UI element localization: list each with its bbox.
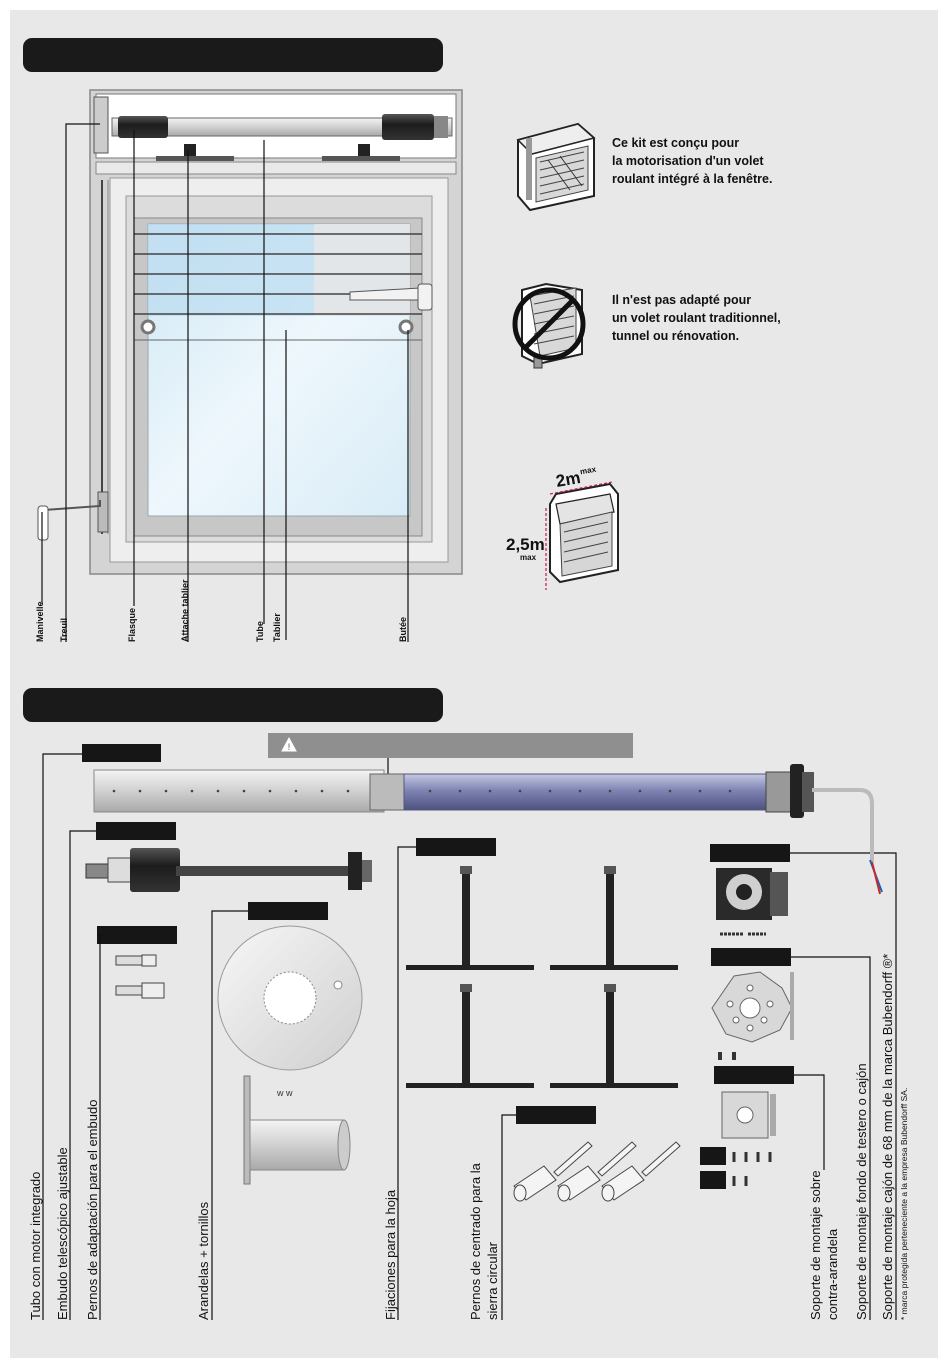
part-bubendorff-bracket: Soporte de montaje cajón de 68 mm de la … [880,953,895,1320]
not-adapted-icon [512,282,586,369]
endplate-bracket-illustration [711,971,794,1060]
part-counter-washer-bracket-line1: Soporte de montaje sobre [808,1170,823,1320]
window-illustration [37,89,463,575]
adapted-window-icon [516,122,596,212]
washer-illustration [217,925,363,1071]
part-blade-fixings: Fijaciones para la hoja [383,1189,398,1320]
callout-attache-tablier: Attache tablier [180,579,190,642]
svg-text:w w: w w [276,1088,293,1098]
callout-treuil: Treuil [59,617,69,642]
part-washers-screws: Arandelas + tornillos [196,1201,211,1320]
part-telescopic-endcap: Embudo telescópico ajustable [55,1147,70,1320]
info-not-adapted-text: Il n'est pas adapté pour un volet roulan… [612,291,781,345]
warning-bar [268,733,633,758]
footnote: * marca protegida perteneciente a la emp… [899,1087,909,1320]
warning-icon [281,736,297,752]
motor-tube-illustration [93,764,883,895]
top-header-bar [23,38,443,72]
counter-washer-bracket-illustration [716,868,788,936]
info-adapted-line: la motorisation d'un volet [612,154,764,168]
centering-pins-illustration [513,1141,681,1202]
dimension-height-value: 2,5m [506,535,545,554]
callout-flasque: Flasque [127,607,137,642]
callout-tablier: Tablier [272,613,282,642]
callout-tube: Tube [255,621,265,642]
callout-manivelle: Manivelle [35,601,45,642]
dimension-height-unit: max [520,553,537,562]
blade-fixings-illustration [406,866,678,1088]
telescopic-endcap-illustration [85,848,372,892]
info-adapted-line: Ce kit est conçu pour [612,136,740,150]
part-centering-pins-line1: Pernos de centrado para la [468,1163,483,1320]
part-motor-tube: Tubo con motor integrado [28,1171,43,1320]
info-not-adapted-line: un volet roulant traditionnel, [612,311,781,325]
part-tags [82,744,794,1189]
bubendorff-bracket-illustration [721,1091,776,1186]
callout-butee: Butée [398,616,408,642]
top-callout-leaders [41,123,409,642]
info-adapted-line: roulant intégré à la fenêtre. [612,172,773,186]
info-not-adapted-line: tunnel ou rénovation. [612,329,740,343]
part-adapter-pins: Pernos de adaptación para el embudo [85,1099,100,1320]
dimension-icon [545,481,619,590]
bottom-callout-leaders [42,753,897,1320]
tube-holes [112,789,732,793]
part-endplate-bracket: Soporte de montaje fondo de testero o ca… [854,1063,869,1320]
cylinder-sleeve-illustration: w w [243,1075,351,1185]
part-counter-washer-bracket-line2: contra-arandela [825,1228,840,1320]
adapter-pins-illustration [115,954,165,999]
bottom-header-bar [23,688,443,722]
info-adapted-text: Ce kit est conçu pour la motorisation d'… [612,134,772,188]
part-centering-pins-line2: sierra circular [485,1241,500,1320]
info-not-adapted-line: Il n'est pas adapté pour [612,293,752,307]
svg-text:!: ! [288,742,291,752]
dimension-width-value: 2m [554,468,582,491]
